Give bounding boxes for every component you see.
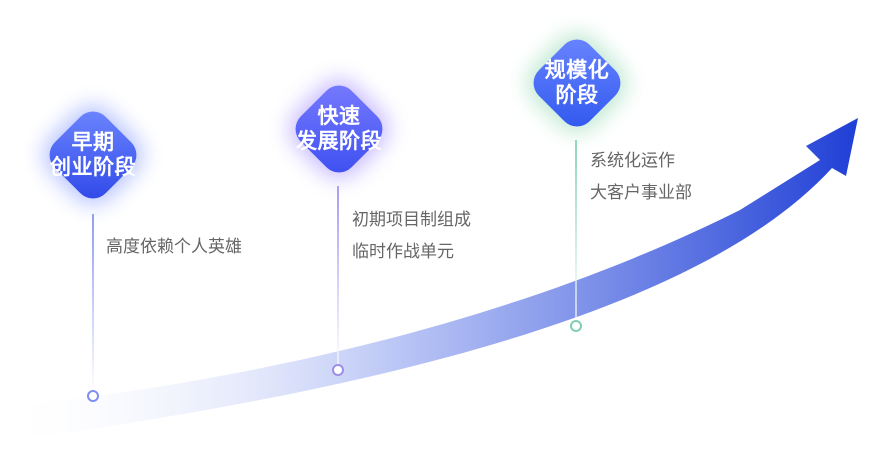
stage-desc-line: 高度依赖个人英雄: [106, 237, 242, 257]
stage-desc-line: 初期项目制组成: [352, 210, 471, 230]
stage-title-line: 早期: [71, 130, 115, 154]
stage-title-3: 规模化 阶段: [517, 23, 637, 143]
growth-curve-band: [0, 118, 858, 442]
stage-description-1: 高度依赖个人英雄: [106, 231, 242, 263]
stage-desc-line: 系统化运作: [590, 151, 675, 171]
stage-title-1: 早期 创业阶段: [33, 95, 153, 215]
stage-title-line: 阶段: [555, 83, 599, 107]
stage-title-line: 创业阶段: [50, 155, 136, 179]
stage-badge-rapid-growth: 快速 发展阶段: [279, 69, 399, 189]
stage-stem-3: [575, 140, 577, 320]
stage-marker-2: [332, 364, 344, 376]
stage-description-3: 系统化运作 大客户事业部: [590, 145, 692, 209]
stage-title-line: 快速: [317, 104, 361, 128]
stage-stem-1: [92, 214, 94, 392]
stage-desc-line: 大客户事业部: [590, 183, 692, 203]
stage-badge-early: 早期 创业阶段: [33, 95, 153, 215]
stage-badge-scale: 规模化 阶段: [517, 23, 637, 143]
stage-title-2: 快速 发展阶段: [279, 69, 399, 189]
stage-marker-1: [87, 390, 99, 402]
stage-marker-3: [570, 320, 582, 332]
stage-title-line: 规模化: [544, 58, 610, 82]
stage-stem-2: [337, 186, 339, 366]
stage-description-2: 初期项目制组成 临时作战单元: [352, 204, 471, 268]
stage-desc-line: 临时作战单元: [352, 242, 454, 262]
stage-title-line: 发展阶段: [296, 129, 382, 153]
